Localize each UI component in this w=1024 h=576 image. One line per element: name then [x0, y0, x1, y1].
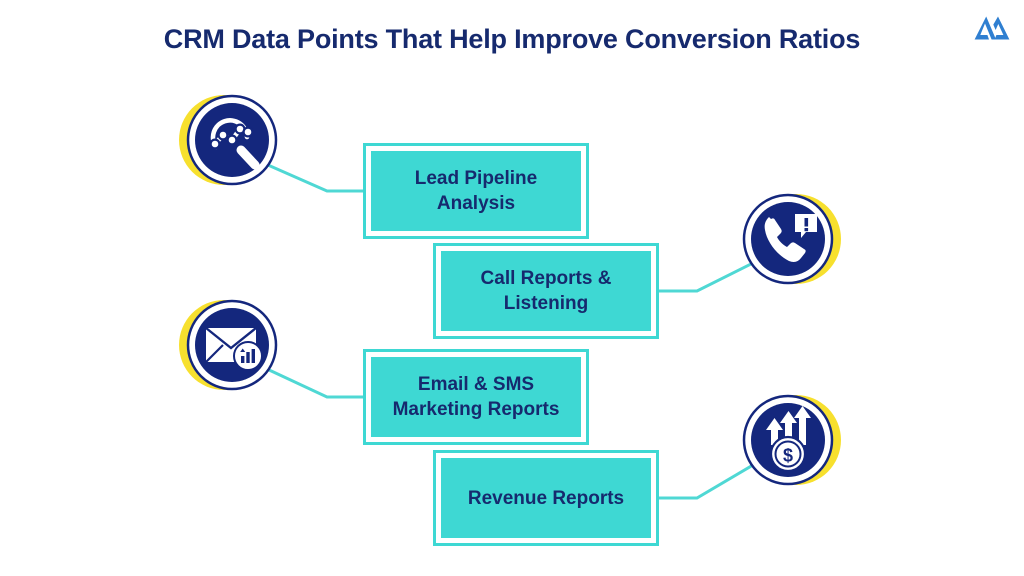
dollar-sign: $ — [783, 446, 793, 466]
icon-badge-lead-pipeline-analysis[interactable] — [177, 85, 287, 195]
money-growth-icon — [766, 406, 811, 445]
node-label: Lead Pipeline Analysis — [414, 168, 538, 214]
node-box-fill: Revenue Reports — [441, 458, 651, 538]
chart-magnifier-dots — [209, 123, 254, 150]
node-box-fill: Lead Pipeline Analysis — [371, 151, 581, 231]
node-box-call-reports-listening[interactable]: Call Reports & Listening — [433, 243, 659, 339]
badge-navy-disc — [751, 202, 825, 276]
phone-alert-icon — [764, 214, 817, 262]
node-box-lead-pipeline-analysis[interactable]: Lead Pipeline Analysis — [363, 143, 589, 239]
node-box-fill: Email & SMS Marketing Reports — [371, 357, 581, 437]
icon-badge-revenue-reports[interactable]: $ — [733, 385, 843, 495]
node-box-email-sms-marketing-reports[interactable]: Email & SMS Marketing Reports — [363, 349, 589, 445]
icon-badge-call-reports-listening[interactable] — [733, 184, 843, 294]
node-label: Revenue Reports — [467, 487, 625, 509]
envelope-chart-icon — [205, 327, 263, 371]
node-label: Email & SMS Marketing Reports — [392, 374, 560, 420]
page-title: CRM Data Points That Help Improve Conver… — [163, 24, 861, 54]
icon-badge-email-sms-marketing-reports[interactable] — [177, 290, 287, 400]
node-box-revenue-reports[interactable]: Revenue Reports — [433, 450, 659, 546]
node-box-fill: Call Reports & Listening — [441, 251, 651, 331]
node-label: Call Reports & Listening — [480, 268, 612, 314]
mountain-logo — [974, 12, 1010, 46]
